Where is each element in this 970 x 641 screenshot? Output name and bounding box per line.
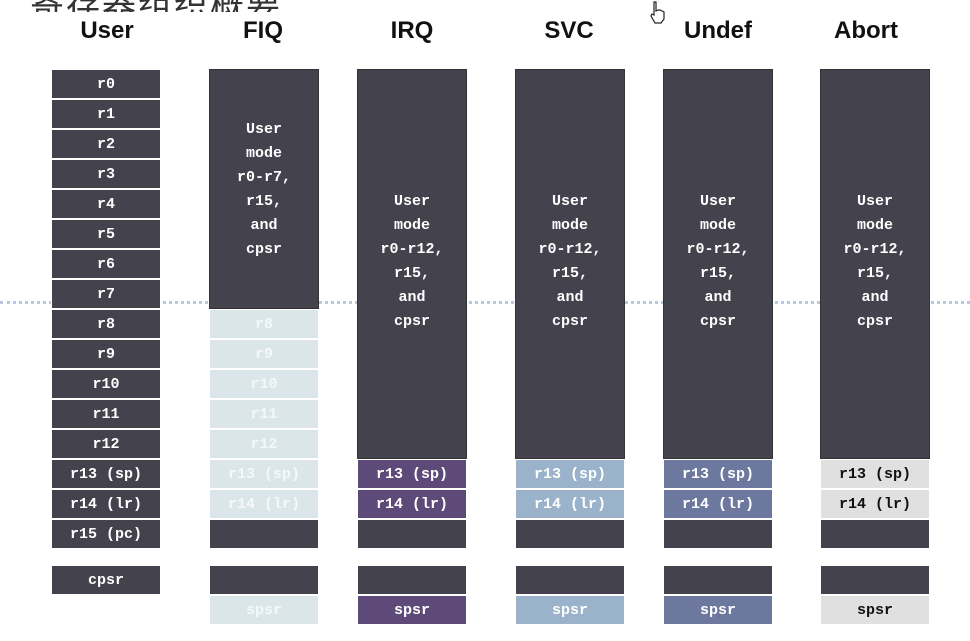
svc-spsr: spsr [515,595,625,625]
user-cpsr: cpsr [51,565,161,595]
user-reg-r2: r2 [51,129,161,159]
svc-shared-block: User mode r0-r12, r15, and cpsr [515,69,625,459]
header-user: User [80,17,134,44]
fiq-reg-r15-shared [209,519,319,549]
fiq-cpsr-shared [209,565,319,595]
fiq-reg-r13: r13 (sp) [209,459,319,489]
slide-title: 寄存器组织概要 [30,0,450,12]
user-reg-r0: r0 [51,69,161,99]
irq-spsr: spsr [357,595,467,625]
undef-reg-r14: r14 (lr) [663,489,773,519]
irq-shared-block: User mode r0-r12, r15, and cpsr [357,69,467,459]
fiq-reg-r12: r12 [209,429,319,459]
irq-reg-r15-shared [357,519,467,549]
fiq-shared-text: User mode r0-r7, r15, and cpsr [236,121,291,258]
user-reg-r1: r1 [51,99,161,129]
undef-cpsr-shared [663,565,773,595]
svc-shared-text: User mode r0-r12, r15, and cpsr [538,193,602,330]
fiq-reg-r14: r14 (lr) [209,489,319,519]
svc-cpsr-shared [515,565,625,595]
user-reg-r9: r9 [51,339,161,369]
undef-shared-text: User mode r0-r12, r15, and cpsr [686,193,750,330]
abort-cpsr-shared [820,565,930,595]
fiq-reg-r11: r11 [209,399,319,429]
user-reg-r13: r13 (sp) [51,459,161,489]
abort-reg-r15-shared [820,519,930,549]
abort-spsr: spsr [820,595,930,625]
user-reg-r14: r14 (lr) [51,489,161,519]
undef-reg-r15-shared [663,519,773,549]
svc-reg-r13: r13 (sp) [515,459,625,489]
user-reg-r10: r10 [51,369,161,399]
abort-shared-block: User mode r0-r12, r15, and cpsr [820,69,930,459]
irq-reg-r13: r13 (sp) [357,459,467,489]
user-reg-r15: r15 (pc) [51,519,161,549]
fiq-spsr: spsr [209,595,319,625]
user-reg-r4: r4 [51,189,161,219]
user-reg-r8: r8 [51,309,161,339]
fiq-reg-r8: r8 [209,309,319,339]
fiq-shared-block: User mode r0-r7, r15, and cpsr [209,69,319,309]
fiq-reg-r9: r9 [209,339,319,369]
dotted-divider [0,301,970,304]
undef-reg-r13: r13 (sp) [663,459,773,489]
header-svc: SVC [544,17,594,44]
user-reg-r3: r3 [51,159,161,189]
header-fiq: FIQ [243,17,283,44]
user-reg-r6: r6 [51,249,161,279]
header-abort: Abort [834,17,898,44]
user-reg-r5: r5 [51,219,161,249]
abort-shared-text: User mode r0-r12, r15, and cpsr [843,193,907,330]
irq-cpsr-shared [357,565,467,595]
header-irq: IRQ [390,17,434,44]
irq-reg-r14: r14 (lr) [357,489,467,519]
svc-reg-r15-shared [515,519,625,549]
user-reg-r11: r11 [51,399,161,429]
user-reg-r7: r7 [51,279,161,309]
irq-shared-text: User mode r0-r12, r15, and cpsr [380,193,444,330]
undef-shared-block: User mode r0-r12, r15, and cpsr [663,69,773,459]
hand-pointer-icon [650,1,665,24]
fiq-reg-r10: r10 [209,369,319,399]
header-undef: Undef [684,17,752,44]
svc-reg-r14: r14 (lr) [515,489,625,519]
abort-reg-r14: r14 (lr) [820,489,930,519]
user-reg-r12: r12 [51,429,161,459]
undef-spsr: spsr [663,595,773,625]
abort-reg-r13: r13 (sp) [820,459,930,489]
